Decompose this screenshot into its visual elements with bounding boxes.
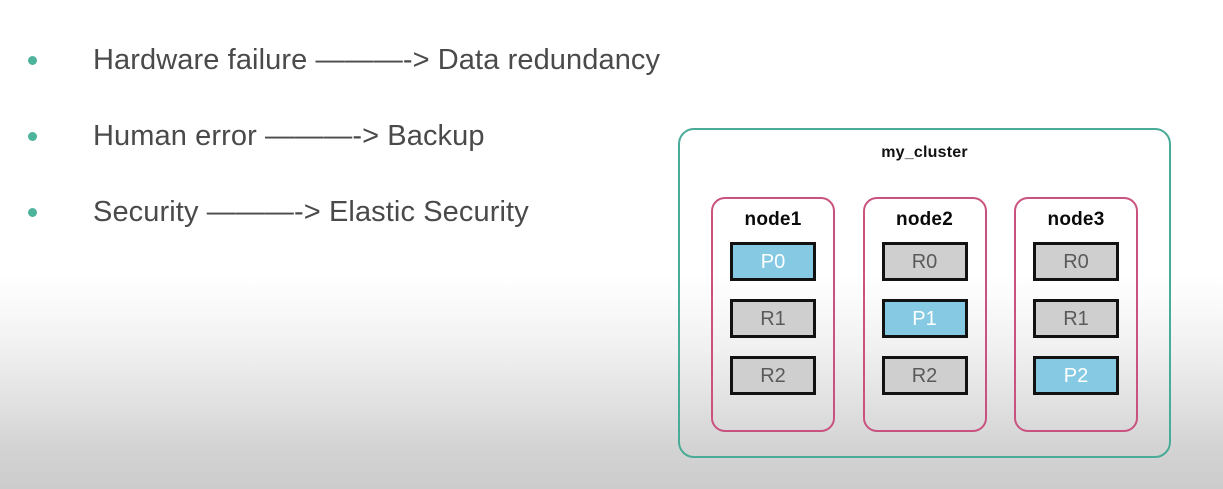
bullet-dot-icon <box>28 55 37 65</box>
node-box-3: node3 R0 R1 P2 <box>1014 197 1138 432</box>
nodes-row: node1 P0 R1 R2 node2 R0 P1 R2 node3 R0 R… <box>711 197 1138 432</box>
shard-box: R0 <box>1033 242 1119 281</box>
node-title: node2 <box>896 209 953 230</box>
shard-box: P0 <box>730 242 816 281</box>
node-box-1: node1 P0 R1 R2 <box>711 197 835 432</box>
node-box-2: node2 R0 P1 R2 <box>862 197 987 432</box>
cluster-diagram: my_cluster node1 P0 R1 R2 node2 R0 P1 R2… <box>678 128 1171 458</box>
node-title: node3 <box>1047 209 1105 230</box>
shard-box: R2 <box>730 356 816 395</box>
bullet-text: Human error ———-> Backup <box>93 120 485 152</box>
shard-box: R2 <box>881 356 968 395</box>
bullet-dot-icon <box>28 131 37 141</box>
list-item: Hardware failure ———-> Data redundancy <box>0 22 670 98</box>
shard-box: R1 <box>730 299 816 338</box>
shard-box: P2 <box>1033 356 1119 395</box>
shard-box: R1 <box>1033 299 1119 338</box>
bullet-text: Security ———-> Elastic Security <box>93 196 529 228</box>
bullet-text: Hardware failure ———-> Data redundancy <box>93 44 661 76</box>
list-item: Human error ———-> Backup <box>0 98 670 174</box>
list-item: Security ———-> Elastic Security <box>0 174 670 250</box>
shard-box: P1 <box>881 299 968 338</box>
bullet-list: Hardware failure ———-> Data redundancy H… <box>0 22 670 250</box>
cluster-title: my_cluster <box>881 144 968 161</box>
node-title: node1 <box>744 209 802 230</box>
bullet-dot-icon <box>28 207 37 217</box>
shard-box: R0 <box>881 242 968 281</box>
